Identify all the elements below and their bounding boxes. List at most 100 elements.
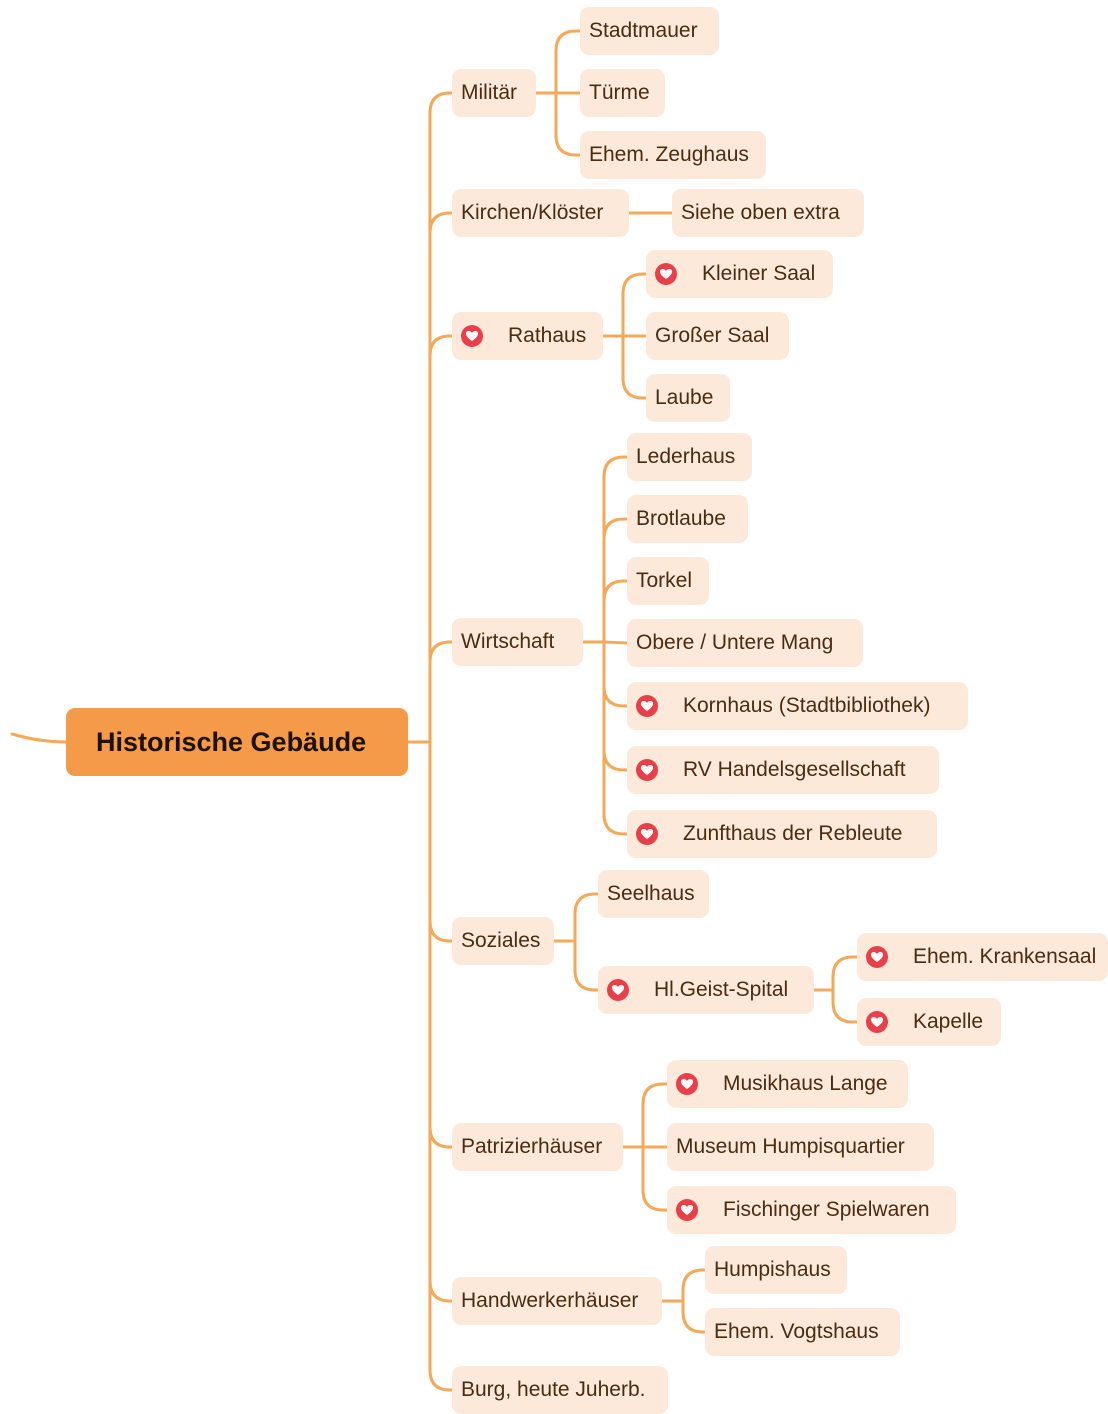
root-incoming-connector	[10, 732, 68, 744]
heart-marker-icon	[607, 979, 629, 1001]
node-label: Rathaus	[508, 324, 587, 347]
branch-node[interactable]: Burg, heute Juherb.	[452, 1366, 668, 1414]
heart-marker-icon	[676, 1073, 698, 1095]
branch-node[interactable]: Militär	[452, 69, 536, 117]
child-node[interactable]: Stadtmauer	[580, 7, 719, 55]
child-connector	[602, 640, 629, 836]
node-label: Laube	[655, 386, 714, 409]
child-node[interactable]: Siehe oben extra	[672, 189, 864, 237]
child-node[interactable]: Seelhaus	[598, 870, 709, 918]
grandchild-node[interactable]: Kapelle	[857, 998, 1001, 1046]
branch-node[interactable]: Soziales	[452, 917, 554, 965]
node-label: Kirchen/Klöster	[461, 201, 604, 224]
branch-connector	[428, 334, 454, 744]
node-label: Stadtmauer	[589, 19, 698, 42]
node-label: Fischinger Spielwaren	[723, 1198, 930, 1221]
child-node[interactable]: Humpishaus	[705, 1246, 847, 1294]
branch-connector	[428, 211, 454, 744]
child-node[interactable]: Kornhaus (Stadtbibliothek)	[627, 682, 968, 730]
branch-node[interactable]: Wirtschaft	[452, 618, 583, 666]
node-label: Brotlaube	[636, 507, 726, 530]
child-connector	[602, 517, 629, 644]
central-topic[interactable]: Historische Gebäude	[66, 708, 408, 776]
branch-connector	[428, 740, 454, 1149]
node-label: Kapelle	[913, 1010, 984, 1033]
node-label: Humpishaus	[714, 1258, 831, 1281]
child-node[interactable]: Musikhaus Lange	[667, 1060, 908, 1108]
heart-marker-icon	[676, 1199, 698, 1221]
child-connector	[681, 1268, 707, 1303]
subchild-connector	[831, 955, 859, 992]
child-node[interactable]: Lederhaus	[627, 433, 752, 481]
node-label: Torkel	[636, 569, 693, 592]
branch-connector	[428, 640, 454, 744]
child-node[interactable]: Museum Humpisquartier	[667, 1123, 934, 1171]
child-connector	[602, 640, 629, 645]
heart-marker-icon	[461, 325, 483, 347]
node-label: Wirtschaft	[461, 630, 555, 653]
node-label: Großer Saal	[655, 324, 770, 347]
node-label: Lederhaus	[636, 445, 736, 468]
node-label: Historische Gebäude	[96, 726, 367, 757]
child-node[interactable]: Kleiner Saal	[646, 250, 833, 298]
grandchild-node[interactable]: Ehem. Krankensaal	[857, 933, 1108, 981]
branch-node[interactable]: Patrizierhäuser	[452, 1123, 623, 1171]
branch-node[interactable]: Handwerkerhäuser	[452, 1277, 662, 1325]
child-connector	[621, 272, 648, 338]
child-node[interactable]: Ehem. Vogtshaus	[705, 1308, 900, 1356]
child-node[interactable]: Türme	[580, 69, 665, 117]
child-connector	[641, 1082, 669, 1149]
heart-marker-icon	[636, 823, 658, 845]
node-label: RV Handelsgesellschaft	[683, 758, 906, 781]
child-node[interactable]: Fischinger Spielwaren	[667, 1186, 956, 1234]
node-label: Soziales	[461, 929, 541, 952]
branch-connector	[428, 91, 454, 744]
node-label: Patrizierhäuser	[461, 1135, 603, 1158]
child-node[interactable]: Torkel	[627, 557, 709, 605]
node-label: Kleiner Saal	[702, 262, 816, 285]
branch-node[interactable]: Rathaus	[452, 312, 603, 360]
child-node[interactable]: Zunfthaus der Rebleute	[627, 810, 937, 858]
node-label: Handwerkerhäuser	[461, 1289, 639, 1312]
child-connector	[602, 579, 629, 644]
node-label: Siehe oben extra	[681, 201, 840, 224]
subchild-connector	[831, 988, 859, 1024]
child-node[interactable]: Laube	[646, 374, 730, 422]
child-connector	[641, 1145, 669, 1212]
node-label: Türme	[589, 81, 650, 104]
node-label: Ehem. Krankensaal	[913, 945, 1097, 968]
heart-marker-icon	[866, 1011, 888, 1033]
child-node[interactable]: Obere / Untere Mang	[627, 619, 863, 667]
child-node[interactable]: Großer Saal	[646, 312, 789, 360]
heart-marker-icon	[636, 695, 658, 717]
branch-node[interactable]: Kirchen/Klöster	[452, 189, 629, 237]
child-connector	[554, 91, 582, 157]
child-connector	[602, 455, 629, 644]
node-label: Hl.Geist-Spital	[654, 978, 789, 1001]
child-connector	[573, 939, 600, 992]
node-label: Militär	[461, 81, 517, 104]
heart-marker-icon	[655, 263, 677, 285]
child-connector	[621, 334, 648, 400]
heart-marker-icon	[636, 759, 658, 781]
node-label: Burg, heute Juherb.	[461, 1378, 646, 1401]
node-label: Zunfthaus der Rebleute	[683, 822, 903, 845]
child-node[interactable]: RV Handelsgesellschaft	[627, 746, 939, 794]
node-label: Seelhaus	[607, 882, 695, 905]
heart-marker-icon	[866, 946, 888, 968]
branch-connector	[428, 740, 454, 1392]
child-connector	[602, 640, 629, 708]
node-label: Kornhaus (Stadtbibliothek)	[683, 694, 931, 717]
node-label: Musikhaus Lange	[723, 1072, 888, 1095]
node-label: Ehem. Zeughaus	[589, 143, 749, 166]
child-connector	[573, 892, 600, 943]
node-label: Museum Humpisquartier	[676, 1135, 905, 1158]
branch-connector	[428, 740, 454, 943]
branch-connector	[428, 740, 454, 1303]
child-node[interactable]: Hl.Geist-Spital	[598, 966, 814, 1014]
child-node[interactable]: Brotlaube	[627, 495, 748, 543]
child-node[interactable]: Ehem. Zeughaus	[580, 131, 766, 179]
node-label: Ehem. Vogtshaus	[714, 1320, 879, 1343]
